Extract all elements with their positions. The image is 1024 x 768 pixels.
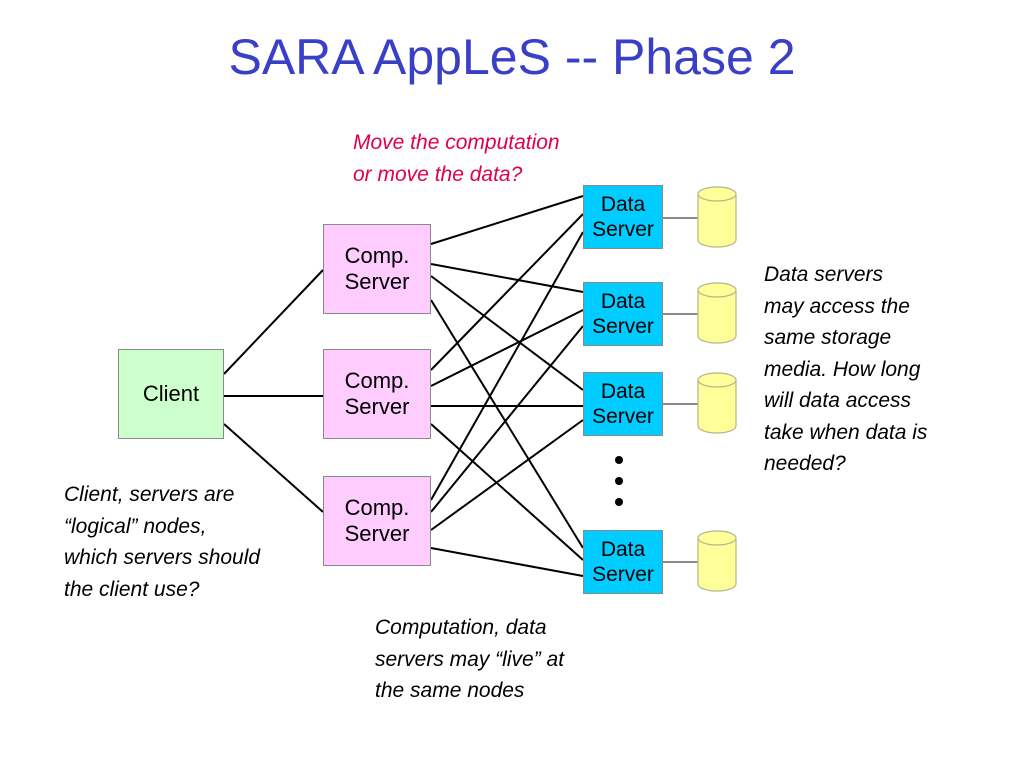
link-comp3-data3: [430, 419, 584, 531]
data-server-node: Data Server: [583, 185, 663, 249]
data-server-node: Data Server: [583, 530, 663, 594]
note-same-nodes: Computation, data servers may “live” at …: [375, 616, 565, 702]
client-links: [223, 269, 324, 513]
link-comp3-data2: [430, 325, 584, 513]
comp-server-node: Comp. Server: [323, 349, 431, 439]
link-comp3-data1: [430, 231, 584, 501]
storage-cylinder-icon: [697, 282, 737, 344]
link-comp2-data2: [430, 309, 584, 387]
comp-server-node: Comp. Server: [323, 476, 431, 566]
storage-cylinder-icon: [697, 186, 737, 248]
link-comp1-data4: [430, 299, 584, 549]
data-server-label: Data Server: [592, 379, 654, 428]
comp-data-links: [430, 195, 584, 577]
storage-links: [663, 217, 698, 563]
link-client-comp1: [223, 269, 324, 375]
link-client-comp3: [223, 423, 324, 513]
data-server-label: Data Server: [592, 537, 654, 586]
data-server-node: Data Server: [583, 282, 663, 346]
link-comp2-data4: [430, 423, 584, 561]
client-node: Client: [118, 349, 224, 439]
comp-server-label: Comp. Server: [344, 242, 410, 294]
data-server-label: Data Server: [592, 192, 654, 241]
storage-cylinder-icon: [697, 372, 737, 434]
note-data-servers: Data servers may access the same storage…: [764, 263, 928, 475]
comp-server-label: Comp. Server: [344, 367, 410, 419]
storage-cylinder-icon: [697, 530, 737, 592]
ellipsis-icon: [612, 456, 626, 519]
slide-title: SARA AppLeS -- Phase 2: [228, 29, 796, 85]
link-comp1-data2: [430, 263, 584, 293]
note-move-computation: Move the computation or move the data?: [353, 131, 560, 186]
link-comp1-data1: [430, 195, 584, 245]
comp-server-node: Comp. Server: [323, 224, 431, 314]
link-comp3-data4: [430, 547, 584, 577]
link-comp2-data1: [430, 213, 584, 371]
data-server-label: Data Server: [592, 289, 654, 338]
client-label: Client: [142, 380, 200, 406]
note-client-servers: Client, servers are “logical” nodes, whi…: [64, 483, 261, 601]
data-server-node: Data Server: [583, 372, 663, 436]
link-comp1-data3: [430, 275, 584, 391]
comp-server-label: Comp. Server: [344, 494, 410, 546]
